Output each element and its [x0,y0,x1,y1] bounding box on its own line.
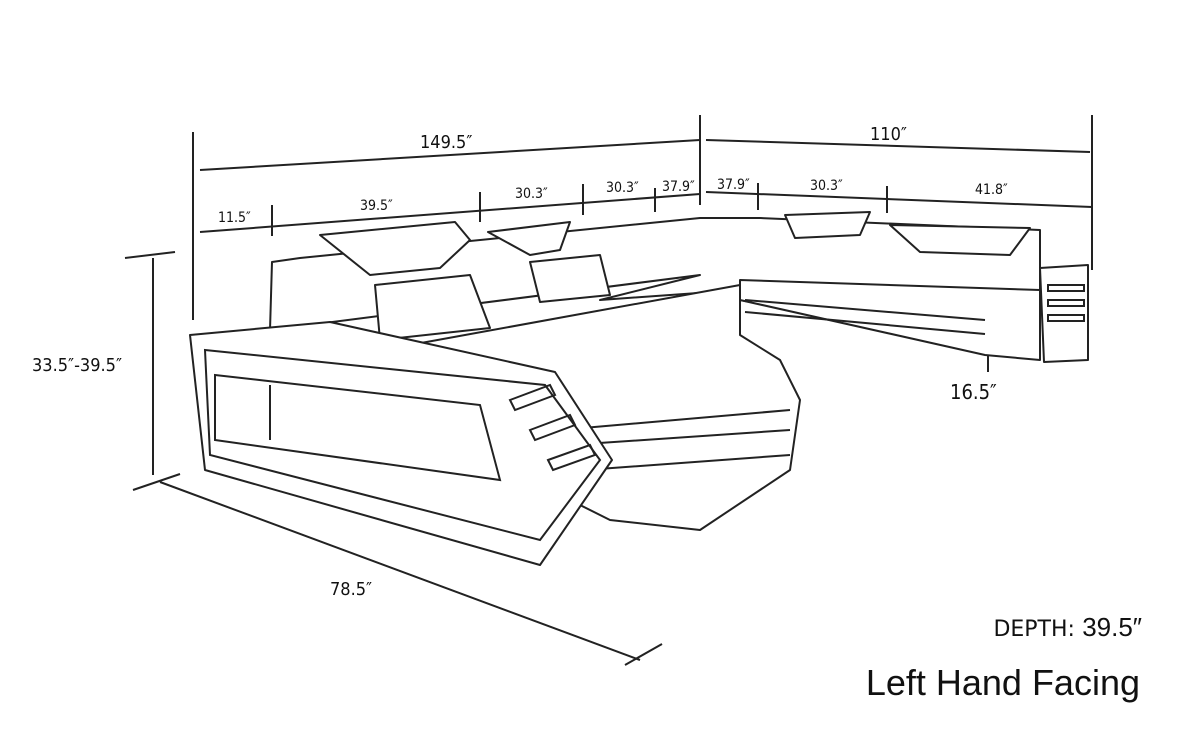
sofa-illustration [189,211,1089,566]
dimension-lines [124,115,1093,666]
depth-key: DEPTH: [993,617,1075,642]
segment-label: 11.5″ [218,210,251,226]
right-total-width-label: 110″ [870,124,907,145]
segment-label: 30.3″ [606,180,639,196]
segment-label: 30.3″ [810,178,843,194]
segment-label: 39.5″ [360,198,393,214]
segment-label: 41.8″ [975,182,1008,198]
depth-label: DEPTH: 39.5″ [993,612,1142,643]
orientation-label: Left Hand Facing [865,662,1140,703]
left-total-width-label: 149.5″ [420,132,472,153]
segment-label: 37.9″ [662,179,695,195]
depth-value: 39.5″ [1082,612,1142,642]
seat-height-label: 16.5″ [950,380,997,404]
chaise-length-label: 78.5″ [330,579,372,600]
height-label: 33.5″-39.5″ [32,355,122,376]
segment-label: 30.3″ [515,186,548,202]
segment-label: 37.9″ [717,177,750,193]
